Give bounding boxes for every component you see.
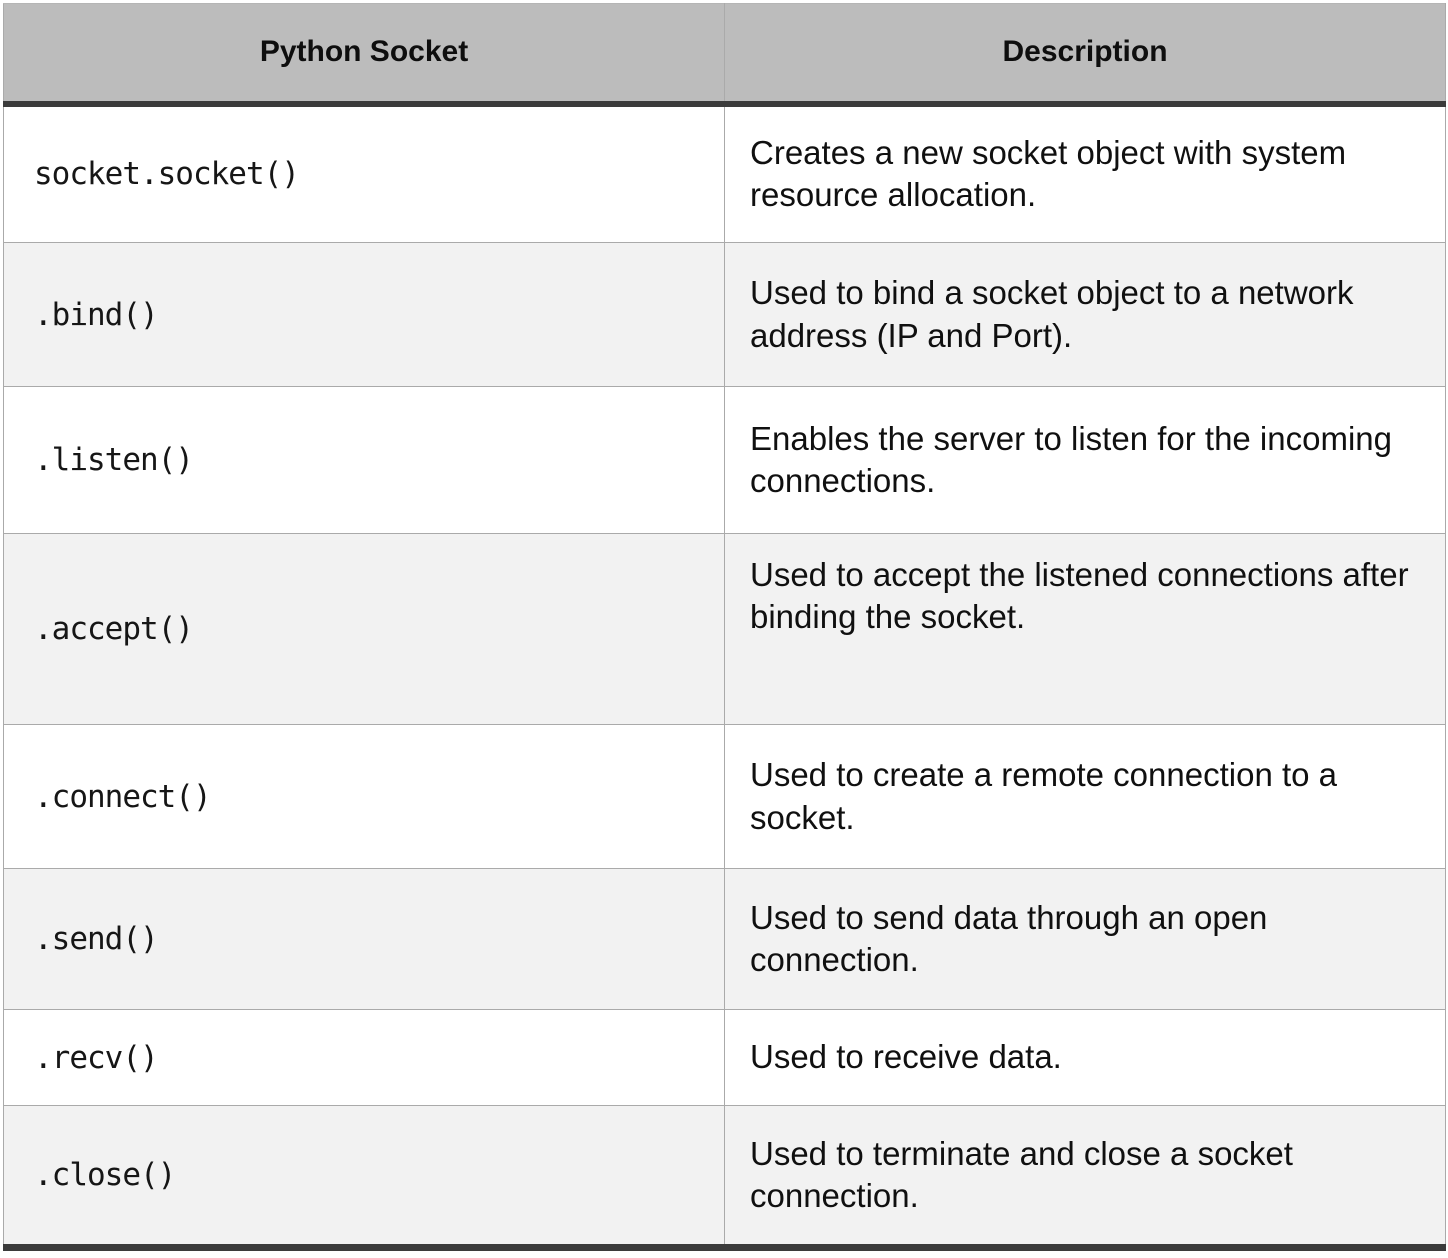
table-row: .accept() Used to accept the listened co… <box>3 533 1446 725</box>
table-row: .connect() Used to create a remote conne… <box>3 724 1446 869</box>
table-row: .listen() Enables the server to listen f… <box>3 386 1446 534</box>
header-row: Python Socket Description <box>3 3 1446 107</box>
table-row: .bind() Used to bind a socket object to … <box>3 242 1446 387</box>
table-row: .recv() Used to receive data. <box>3 1009 1446 1106</box>
method-cell: .listen() <box>3 386 725 534</box>
method-cell: .bind() <box>3 242 725 387</box>
description-cell: Used to terminate and close a socket con… <box>724 1105 1446 1251</box>
description-cell: Used to accept the listened connections … <box>724 533 1446 725</box>
method-cell: .send() <box>3 868 725 1010</box>
description-cell: Creates a new socket object with system … <box>724 103 1446 243</box>
method-cell: .accept() <box>3 533 725 725</box>
column-header-description: Description <box>724 3 1446 107</box>
description-cell: Used to create a remote connection to a … <box>724 724 1446 869</box>
table-header: Python Socket Description <box>3 3 1446 107</box>
description-cell: Used to send data through an open connec… <box>724 868 1446 1010</box>
description-cell: Used to bind a socket object to a networ… <box>724 242 1446 387</box>
description-cell: Used to receive data. <box>724 1009 1446 1106</box>
table-body: socket.socket() Creates a new socket obj… <box>3 103 1446 1251</box>
table-row: socket.socket() Creates a new socket obj… <box>3 103 1446 243</box>
table-row: .send() Used to send data through an ope… <box>3 868 1446 1010</box>
python-socket-table: Python Socket Description socket.socket(… <box>3 3 1446 1251</box>
description-cell: Enables the server to listen for the inc… <box>724 386 1446 534</box>
method-cell: .connect() <box>3 724 725 869</box>
column-header-python-socket: Python Socket <box>3 3 725 107</box>
method-cell: .recv() <box>3 1009 725 1106</box>
method-cell: socket.socket() <box>3 103 725 243</box>
method-cell: .close() <box>3 1105 725 1251</box>
table-row: .close() Used to terminate and close a s… <box>3 1105 1446 1251</box>
